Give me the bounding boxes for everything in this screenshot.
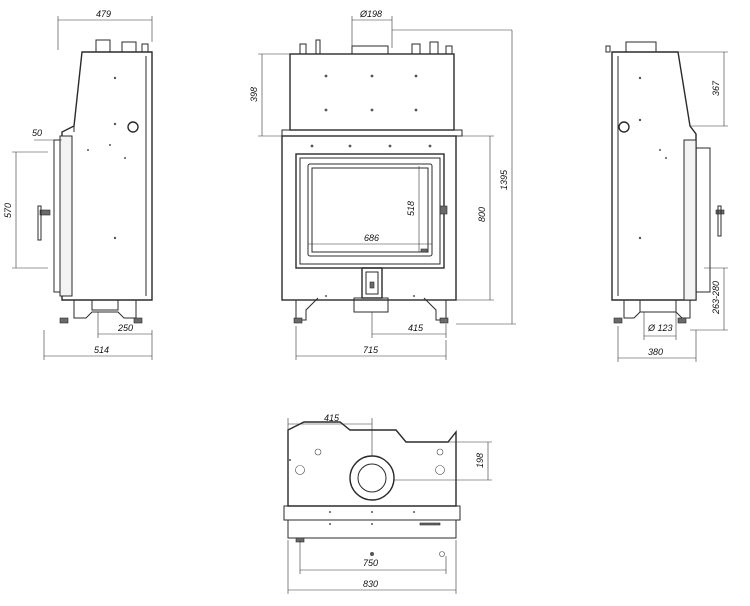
dim-front-width: 715 [363,345,379,355]
side-view-right [605,41,725,324]
dim-top-inner-width: 750 [363,558,378,568]
dim-front-top-height: 398 [249,87,259,102]
dim-top-flue-depth: 198 [475,453,485,468]
side-view-left [37,39,153,324]
front-view [281,39,463,324]
dim-front-half-width: 415 [408,323,424,333]
dim-side-left-offset: 50 [32,128,42,138]
dim-side-right-depth: 380 [648,347,663,357]
dim-top-outer-width: 830 [363,579,378,589]
dim-front-body-height: 800 [477,207,487,222]
dim-side-right-air-diameter: Ø 123 [647,323,673,333]
dim-side-left-width-top: 479 [96,9,111,19]
dim-side-right-air-height: 263-280 [711,281,721,315]
dim-side-left-depth: 514 [94,345,109,355]
front-dimensions: Ø198 1395 398 800 518 686 415 715 [249,9,516,360]
dim-front-glass-width: 686 [364,233,379,243]
top-dimensions: 415 198 750 830 [287,413,492,594]
dim-top-half-width: 415 [324,413,340,423]
dim-side-right-top-height: 367 [711,80,721,96]
side-right-dimensions: 367 263-280 Ø 123 380 [617,51,728,362]
dim-front-glass-height: 518 [406,201,416,216]
side-left-dimensions: 479 50 570 250 514 [3,9,153,360]
dim-front-total-height: 1395 [499,169,509,190]
dim-side-left-door-height: 570 [3,203,13,218]
dim-side-left-flue-offset: 250 [117,323,133,333]
dim-front-flue-diameter: Ø198 [359,9,382,19]
